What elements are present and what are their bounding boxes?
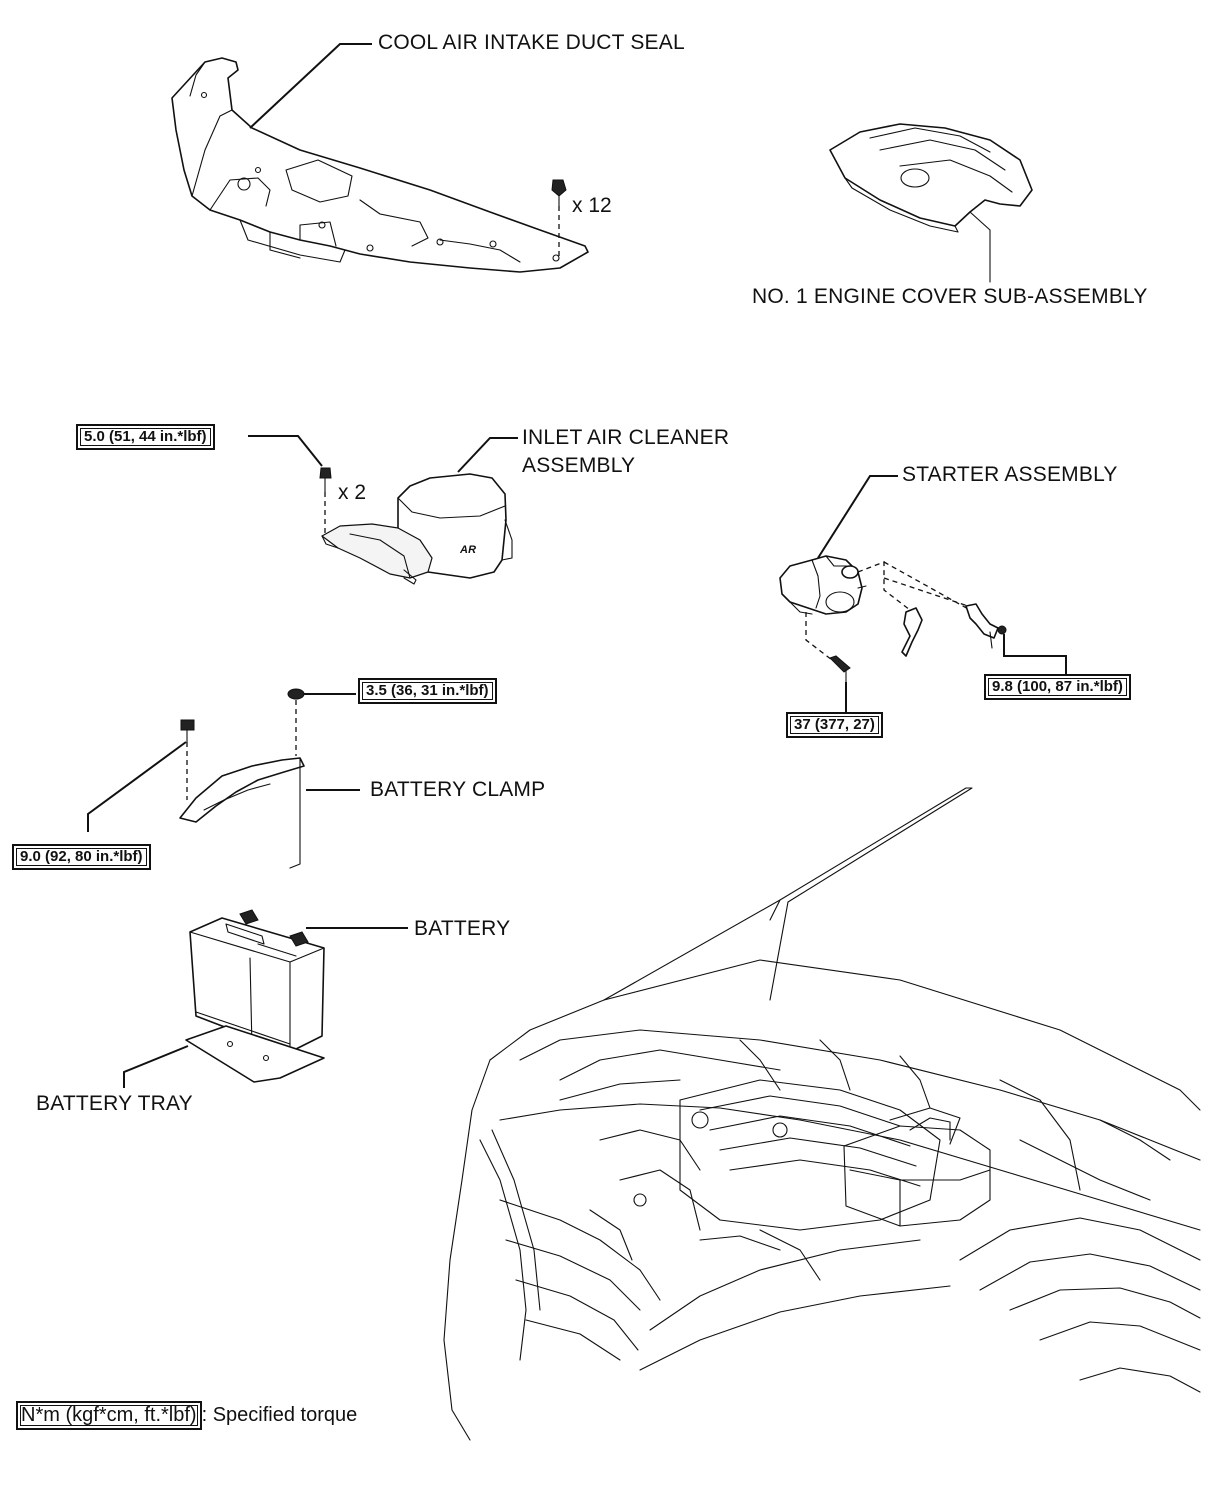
- air-cleaner-marking: AR: [460, 544, 477, 556]
- leader-clamp-bolt: [87, 741, 187, 832]
- engine-cover-drawing: [829, 123, 1033, 283]
- leader-starter-nut: [1003, 634, 1067, 680]
- torque-air-cleaner-bolt: 5.0 (51, 44 in.*lbf): [76, 424, 215, 450]
- duct-seal-clip-count: x 12: [572, 194, 612, 217]
- battery-clamp-drawing: [179, 688, 305, 869]
- label-no1-engine-cover: NO. 1 ENGINE COVER SUB-ASSEMBLY: [752, 285, 1148, 308]
- label-starter-assembly: STARTER ASSEMBLY: [902, 463, 1118, 486]
- label-battery: BATTERY: [414, 917, 511, 940]
- leader-air-cleaner: [457, 437, 518, 473]
- torque-starter-terminal-nut: 9.8 (100, 87 in.*lbf): [984, 674, 1131, 700]
- leader-duct-seal: [249, 43, 372, 129]
- label-battery-tray: BATTERY TRAY: [36, 1092, 193, 1115]
- label-inlet-air-cleaner-line2: ASSEMBLY: [522, 454, 636, 477]
- legend-description: : Specified torque: [201, 1404, 358, 1426]
- leader-air-cleaner-bolt: [248, 435, 323, 467]
- air-cleaner-bolt-count: x 2: [338, 481, 367, 504]
- vehicle-engine-bay-drawing: [443, 787, 1201, 1441]
- leader-starter: [817, 475, 898, 559]
- torque-legend: N*m (kgf*cm, ft.*lbf): Specified torque: [16, 1401, 357, 1430]
- battery-drawing: [189, 909, 325, 1053]
- torque-starter-bolt: 37 (377, 27): [786, 712, 883, 738]
- label-cool-air-intake-duct-seal: COOL AIR INTAKE DUCT SEAL: [378, 31, 685, 54]
- legend-unit-box: N*m (kgf*cm, ft.*lbf): [16, 1401, 202, 1430]
- label-battery-clamp: BATTERY CLAMP: [370, 778, 546, 801]
- leader-battery-tray: [123, 1045, 189, 1088]
- cool-air-intake-duct-seal-drawing: [171, 57, 589, 273]
- starter-assembly-drawing: [779, 555, 1007, 683]
- label-inlet-air-cleaner-line1: INLET AIR CLEANER: [522, 426, 730, 449]
- torque-battery-clamp-bolt: 9.0 (92, 80 in.*lbf): [12, 844, 151, 870]
- inlet-air-cleaner-drawing: [319, 467, 513, 585]
- torque-battery-clamp-nut: 3.5 (36, 31 in.*lbf): [358, 678, 497, 704]
- battery-tray-drawing: [185, 1025, 325, 1083]
